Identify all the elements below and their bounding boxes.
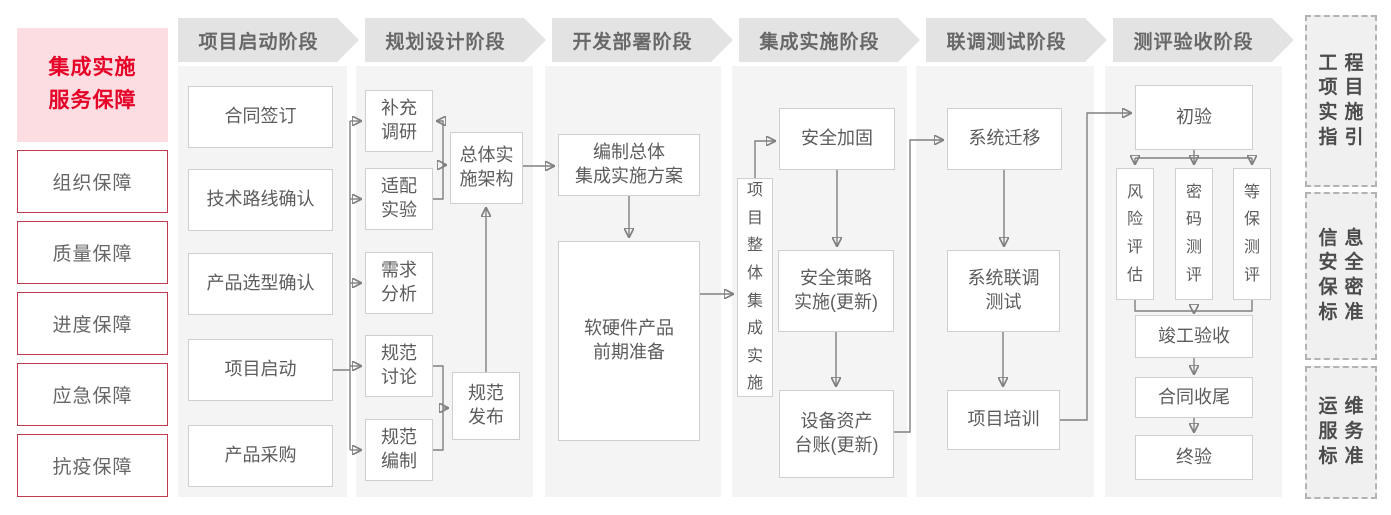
node-adaptation-experiment: 适配 实验 [365,168,433,230]
sidebar-title: 集成实施 服务保障 [17,28,168,142]
standard-label: 信息 安全 保密 标准 [1318,227,1371,323]
node-product-procurement: 产品采购 [188,425,333,487]
node-project-training: 项目培训 [947,390,1060,450]
phase-banner-label: 开发部署阶段 [572,31,693,53]
phase-banner-4: 集成实施阶段 [739,18,920,62]
node-spec-discussion: 规范 讨论 [365,335,433,397]
node-overall-integration-plan: 编制总体 集成实施方案 [558,134,700,196]
phase-banner-label: 测评验收阶段 [1133,31,1254,53]
sidebar-item-emergency: 应急保障 [17,363,168,426]
phase-banner-label: 集成实施阶段 [759,31,880,53]
node-mlps-evaluation: 等保测评 [1233,168,1271,300]
node-contract-closure: 合同收尾 [1135,377,1253,418]
sidebar-item-schedule: 进度保障 [17,292,168,355]
sidebar-item-quality: 质量保障 [17,221,168,284]
node-risk-assessment-label: 风险评估 [1126,183,1143,284]
node-hw-sw-preparation: 软硬件产品 前期准备 [558,241,700,441]
node-overall-impl-architecture: 总体实 施架构 [450,132,523,204]
phase-banner-6: 测评验收阶段 [1113,18,1294,62]
node-completion-acceptance: 竣工验收 [1135,315,1253,358]
node-system-migration: 系统迁移 [947,108,1062,170]
node-asset-ledger-update: 设备资产 台账(更新) [779,390,894,478]
phase-banner-1: 项目启动阶段 [178,18,359,62]
phase-banner-label: 规划设计阶段 [385,31,506,53]
sidebar-item-epidemic: 抗疫保障 [17,434,168,497]
phase-banner-5: 联调测试阶段 [926,18,1107,62]
node-contract-sign: 合同签订 [188,86,333,148]
node-spec-release: 规范 发布 [452,372,520,440]
sidebar-item-organization: 组织保障 [17,150,168,213]
node-security-policy-impl: 安全策略 实施(更新) [778,250,894,332]
node-supplementary-research: 补充 调研 [365,90,433,152]
node-product-selection-confirm: 产品选型确认 [188,253,333,315]
node-final-acceptance: 终验 [1135,435,1253,480]
standard-infosec-confidentiality: 信息 安全 保密 标准 [1305,192,1377,360]
node-risk-assessment: 风险评估 [1116,168,1154,300]
phase-banner-3: 开发部署阶段 [552,18,733,62]
phase-banner-label: 项目启动阶段 [198,31,319,53]
standard-project-implementation-guide: 工程 项目 实施 指引 [1305,15,1377,187]
standard-label: 运维 服务 标准 [1318,396,1371,467]
node-overall-integration-impl-label: 项目整体集成实施 [746,182,763,393]
node-requirement-analysis: 需求 分析 [365,252,433,314]
node-security-hardening: 安全加固 [779,108,895,170]
node-project-kickoff: 项目启动 [188,339,333,401]
node-mlps-evaluation-label: 等保测评 [1243,183,1260,284]
node-tech-route-confirm: 技术路线确认 [188,169,333,231]
node-system-joint-test: 系统联调 测试 [947,250,1060,332]
node-crypto-evaluation: 密码测评 [1175,168,1213,300]
phase-banner-label: 联调测试阶段 [946,31,1067,53]
standard-ops-maintenance-service: 运维 服务 标准 [1305,366,1377,499]
node-initial-acceptance: 初验 [1135,85,1253,150]
node-overall-integration-impl: 项目整体集成实施 [737,178,773,397]
standard-label: 工程 项目 实施 指引 [1318,52,1371,148]
node-crypto-evaluation-label: 密码测评 [1185,183,1202,284]
node-spec-drafting: 规范 编制 [365,419,433,481]
phase-banner-2: 规划设计阶段 [365,18,546,62]
